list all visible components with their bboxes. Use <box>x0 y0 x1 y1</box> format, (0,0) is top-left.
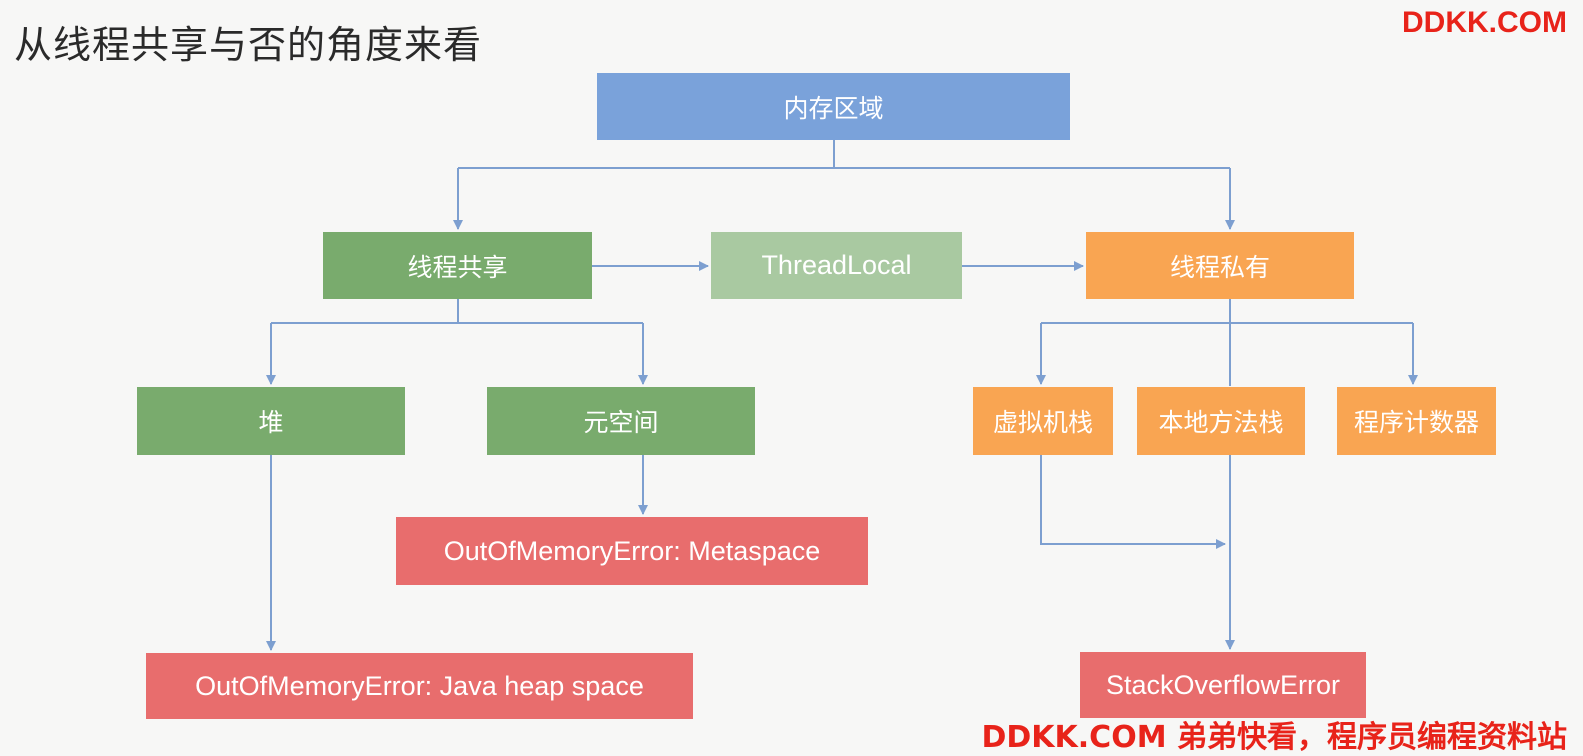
watermark-top: DDKK.COM <box>1402 6 1567 39</box>
page-title: 从线程共享与否的角度来看 <box>14 23 483 67</box>
node-metaspace: 元空间 <box>487 387 755 455</box>
node-threadlocal: ThreadLocal <box>711 232 962 299</box>
watermark-bottom: DDKK.COM 弟弟快看，程序员编程资料站 <box>981 720 1567 755</box>
node-thread-private: 线程私有 <box>1086 232 1354 299</box>
node-native-method-stack: 本地方法栈 <box>1137 387 1305 455</box>
connector-private-split <box>1041 299 1413 324</box>
node-heap: 堆 <box>137 387 405 455</box>
node-thread-shared: 线程共享 <box>323 232 592 299</box>
node-vm-stack: 虚拟机栈 <box>973 387 1113 455</box>
node-stack-overflow: StackOverflowError <box>1080 652 1366 718</box>
connector-shared-split <box>271 299 643 324</box>
node-oom-heap: OutOfMemoryError: Java heap space <box>146 653 693 719</box>
connector-root <box>458 140 1230 169</box>
arrow-vm-stack-to-merge <box>1040 455 1226 549</box>
node-program-counter: 程序计数器 <box>1337 387 1496 455</box>
node-memory-area: 内存区域 <box>597 73 1070 140</box>
node-oom-metaspace: OutOfMemoryError: Metaspace <box>396 517 868 585</box>
